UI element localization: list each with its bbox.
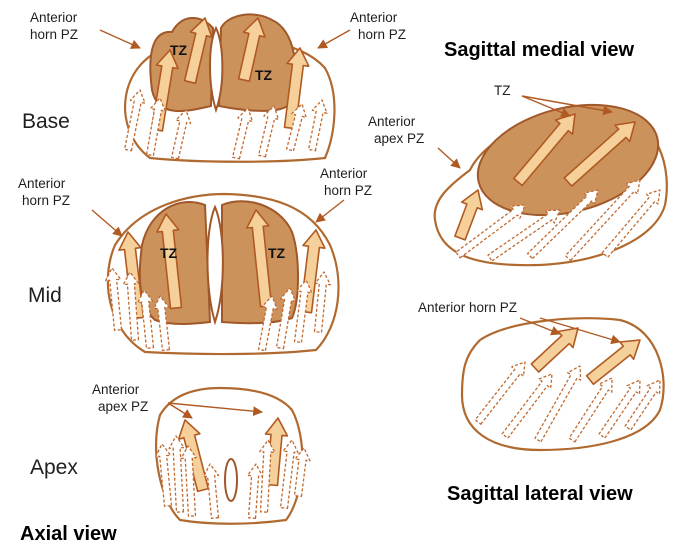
sagittal-medial-tz-label: TZ: [494, 83, 511, 98]
base-left-pz-label-line1: Anterior: [30, 10, 78, 25]
mid-left-pz-label-line2: horn PZ: [22, 193, 70, 208]
mid-level-label: Mid: [28, 284, 62, 307]
sagittal-medial-pz-pointer: [438, 148, 460, 168]
base-right-pointer: [318, 30, 350, 48]
dashed-arrow: [315, 272, 331, 332]
sagittal-medial-view-heading: Sagittal medial view: [444, 39, 635, 61]
base-level-label: Base: [22, 110, 70, 133]
dashed-arrow: [309, 100, 327, 151]
apex-pz-label-line1: Anterior: [92, 382, 140, 397]
dashed-arrow: [169, 436, 184, 512]
dashed-arrow: [295, 448, 311, 496]
axial-view-heading: Axial view: [20, 523, 117, 545]
solid-arrow: [531, 328, 578, 372]
sagittal-medial-pz-label-line2: apex PZ: [374, 131, 424, 146]
mid-left-pointer: [92, 210, 122, 236]
base-tz-label-right: TZ: [255, 67, 273, 83]
solid-arrow: [455, 190, 482, 240]
base-left-pointer: [100, 30, 140, 48]
sagittal-medial-section: TZ Anterior apex PZ: [368, 83, 670, 265]
sagittal-lateral-pointer-b: [540, 318, 620, 342]
dashed-arrow: [106, 268, 122, 330]
sagittal-lateral-section: Anterior horn PZ: [418, 300, 664, 450]
axial-mid-section: TZ TZ Mid Anterior horn PZ Anterior horn…: [18, 166, 372, 354]
dashed-arrow: [204, 464, 219, 518]
mid-tz-label-left: TZ: [160, 245, 178, 261]
dashed-arrow: [172, 110, 191, 159]
base-tz-label-left: TZ: [170, 42, 188, 58]
mid-right-pz-label-line2: horn PZ: [324, 183, 372, 198]
apex-pz-label-line2: apex PZ: [98, 399, 148, 414]
apex-urethra: [225, 459, 237, 501]
dashed-arrow: [281, 440, 299, 508]
sagittal-medial-pz-label-line1: Anterior: [368, 114, 416, 129]
axial-base-section: TZ TZ Base Anterior horn PZ Anterior hor…: [22, 10, 406, 162]
dashed-arrow: [233, 108, 253, 159]
apex-level-label: Apex: [30, 456, 78, 479]
sagittal-lateral-pz-label: Anterior horn PZ: [418, 300, 517, 315]
mid-right-pointer: [316, 200, 344, 222]
mid-left-pz-label-line1: Anterior: [18, 176, 66, 191]
mid-tz-label-right: TZ: [268, 245, 286, 261]
sagittal-lateral-dashed-arrows: [475, 362, 660, 442]
dashed-arrow: [259, 106, 279, 157]
base-right-pz-label-line2: horn PZ: [358, 27, 406, 42]
mid-right-pz-label-line1: Anterior: [320, 166, 368, 181]
solid-arrow: [587, 340, 640, 384]
sagittal-lateral-view-heading: Sagittal lateral view: [447, 483, 633, 505]
apex-right-pointer: [168, 403, 262, 412]
base-right-pz-label-line1: Anterior: [350, 10, 398, 25]
base-left-pz-label-line2: horn PZ: [30, 27, 78, 42]
axial-apex-section: Apex Anterior apex PZ: [30, 382, 310, 524]
dashed-arrow: [248, 464, 263, 518]
